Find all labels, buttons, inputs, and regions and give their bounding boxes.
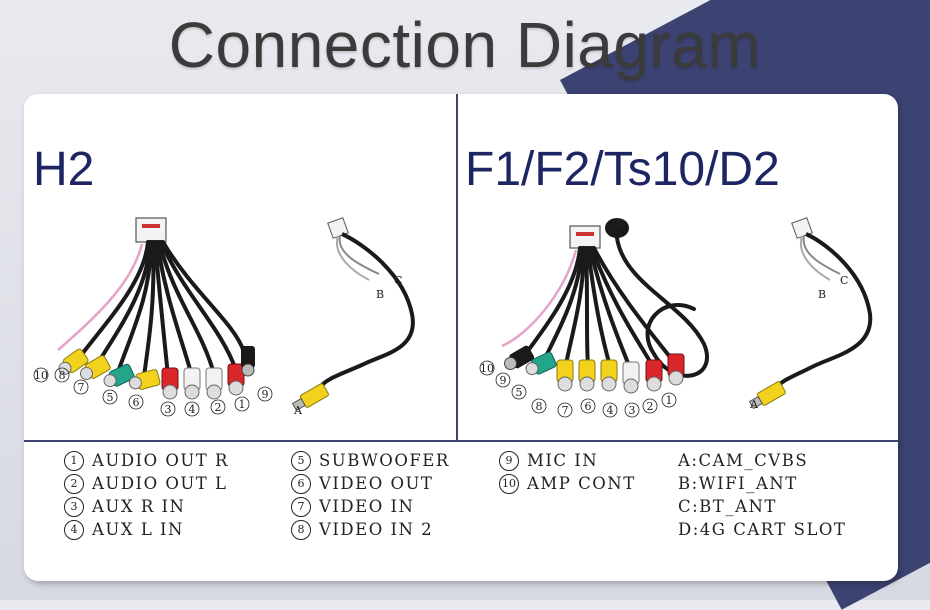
legend-item: 3 AUX R IN <box>64 495 229 518</box>
h2-label-2: 2 <box>215 401 222 414</box>
legend-number: 3 <box>64 497 84 517</box>
h2-main-connector <box>136 218 166 242</box>
legend-text: AUDIO OUT L <box>92 474 227 493</box>
h2-label-8: 8 <box>59 369 66 382</box>
legend-number: 5 <box>291 451 311 471</box>
f1-label-b: B <box>818 288 826 301</box>
h2-label-a: A <box>293 404 303 417</box>
legend-item: B:WIFI_ANT <box>678 472 846 495</box>
h2-label-10: 10 <box>34 369 48 382</box>
legend-item: C:BT_ANT <box>678 495 846 518</box>
h2-cam-cable <box>291 218 413 413</box>
h2-label-1: 1 <box>239 398 246 411</box>
f1-label-5: 5 <box>516 386 523 399</box>
legend-number: 8 <box>291 520 311 540</box>
f1-label-a: A <box>749 398 759 411</box>
legend-item: 4 AUX L IN <box>64 518 229 541</box>
h2-label-c: C <box>394 274 402 287</box>
legend-column-2: 5 SUBWOOFER 6 VIDEO OUT 7 VIDEO IN 8 VIDEO I… <box>291 449 450 541</box>
legend-number: 2 <box>64 474 84 494</box>
legend-text: VIDEO OUT <box>319 474 433 493</box>
h2-label-9: 9 <box>262 388 269 401</box>
legend-number: 10 <box>499 474 519 494</box>
page-title: Connection Diagram <box>0 8 930 82</box>
legend-item: 2 AUDIO OUT L <box>64 472 229 495</box>
f1-label-7: 7 <box>562 404 569 417</box>
h2-rca-plugs <box>55 346 255 399</box>
legend-text: AUX L IN <box>92 520 184 539</box>
diagram-panel: H2 F1/F2/Ts10/D2 <box>24 94 898 581</box>
h2-label-7: 7 <box>78 381 85 394</box>
legend-column-4: A:CAM_CVBS B:WIFI_ANT C:BT_ANT D:4G CART… <box>678 449 846 541</box>
legend-item: 5 SUBWOOFER <box>291 449 450 472</box>
h2-label-5: 5 <box>107 391 114 404</box>
legend-column-3: 9 MIC IN 10 AMP CONT <box>499 449 636 495</box>
f1-label-10: 10 <box>480 362 494 375</box>
legend-item: 9 MIC IN <box>499 449 636 472</box>
f1-label-2: 2 <box>647 400 654 413</box>
legend-text: VIDEO IN 2 <box>319 520 433 539</box>
f1-label-3: 3 <box>629 404 636 417</box>
legend-item: 7 VIDEO IN <box>291 495 450 518</box>
h2-label-4: 4 <box>189 403 196 416</box>
f1-harness: 10 9 5 8 7 6 4 3 2 1 D B C A <box>480 218 870 417</box>
legend-item: A:CAM_CVBS <box>678 449 846 472</box>
legend-item: 8 VIDEO IN 2 <box>291 518 450 541</box>
f1-cam-cable <box>748 218 870 411</box>
legend-item: 10 AMP CONT <box>499 472 636 495</box>
legend-text: MIC IN <box>527 451 598 470</box>
f1-label-c: C <box>840 274 848 287</box>
f1-rca-plugs <box>501 345 684 393</box>
legend-text: AUX R IN <box>92 497 185 516</box>
h2-label-6: 6 <box>133 396 140 409</box>
legend-number: 1 <box>64 451 84 471</box>
f1-label-6: 6 <box>585 400 592 413</box>
f1-label-9: 9 <box>500 374 507 387</box>
f1-main-connector <box>570 226 600 248</box>
wiring-diagram: 10 8 7 5 6 3 4 2 1 9 B C A <box>24 94 898 440</box>
h2-label-3: 3 <box>165 403 172 416</box>
h2-connector-pins <box>142 224 160 228</box>
f1-connector-pins <box>576 232 594 236</box>
f1-label-d: D <box>616 218 625 231</box>
legend-number: 7 <box>291 497 311 517</box>
legend-item: 6 VIDEO OUT <box>291 472 450 495</box>
legend-text: AUDIO OUT R <box>92 451 229 470</box>
h2-harness: 10 8 7 5 6 3 4 2 1 9 B C A <box>34 218 413 417</box>
legend-text: VIDEO IN <box>319 497 414 516</box>
legend-text: SUBWOOFER <box>319 451 450 470</box>
legend-column-1: 1 AUDIO OUT R 2 AUDIO OUT L 3 AUX R IN 4 AUX… <box>64 449 229 541</box>
f1-label-4: 4 <box>607 404 614 417</box>
legend-item: D:4G CART SLOT <box>678 518 846 541</box>
legend-text: AMP CONT <box>527 474 636 493</box>
legend-number: 9 <box>499 451 519 471</box>
horizontal-divider <box>24 440 898 442</box>
legend-number: 4 <box>64 520 84 540</box>
f1-label-8: 8 <box>536 400 543 413</box>
legend-number: 6 <box>291 474 311 494</box>
legend-item: 1 AUDIO OUT R <box>64 449 229 472</box>
h2-label-b: B <box>376 288 384 301</box>
f1-label-1: 1 <box>666 394 673 407</box>
